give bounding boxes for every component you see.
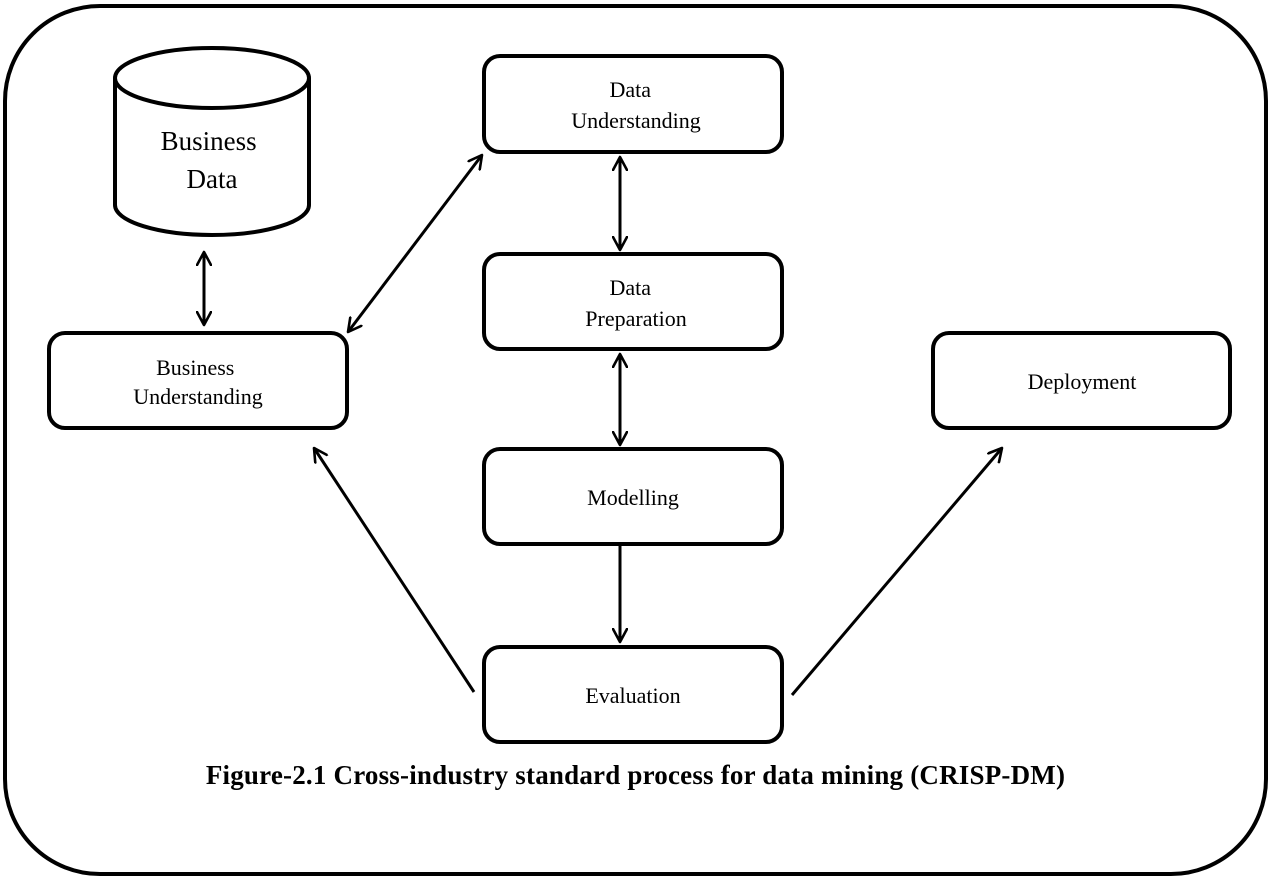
edge-evaluation-to-deployment [790, 448, 1002, 696]
data-understanding-line-1: Data [609, 77, 651, 102]
figure-caption: Figure-2.1 Cross-industry standard proce… [205, 760, 1066, 790]
data-preparation-label: Data Preparation [585, 275, 686, 331]
node-business-understanding: Business Understanding [47, 331, 349, 430]
deployment-box [931, 331, 1232, 430]
data-understanding-label: Data Understanding [571, 77, 701, 133]
deployment-label: Deployment [1028, 369, 1137, 394]
business-data-line-1: Business [161, 126, 257, 156]
data-preparation-line-2: Preparation [585, 306, 686, 331]
business-understanding-line-1: Business [156, 355, 234, 380]
data-understanding-line-2: Understanding [571, 108, 701, 133]
node-evaluation: Evaluation [482, 645, 784, 744]
edge-business-understanding-to-data-understanding [348, 155, 482, 332]
business-understanding-line-2: Understanding [133, 384, 263, 409]
database-cylinder-top [113, 46, 311, 110]
evaluation-box [482, 645, 784, 744]
business-understanding-label: Business Understanding [133, 355, 263, 409]
business-understanding-box [47, 331, 349, 430]
node-business-data: Business Data [113, 46, 311, 237]
database-cylinder-icon [113, 78, 311, 237]
outer-frame [3, 4, 1268, 876]
node-data-preparation: Data Preparation [482, 252, 784, 351]
node-data-understanding: Data Understanding [482, 54, 784, 154]
node-deployment: Deployment [931, 331, 1232, 430]
modelling-box [482, 447, 784, 546]
data-understanding-box [482, 54, 784, 154]
data-preparation-line-1: Data [609, 275, 651, 300]
modelling-label: Modelling [587, 485, 679, 510]
edge-evaluation-to-business-understanding [314, 448, 476, 693]
data-preparation-box [482, 252, 784, 351]
evaluation-label: Evaluation [585, 683, 680, 708]
business-data-label: Business Data [161, 126, 264, 194]
business-data-line-2: Data [187, 164, 238, 194]
node-modelling: Modelling [482, 447, 784, 546]
